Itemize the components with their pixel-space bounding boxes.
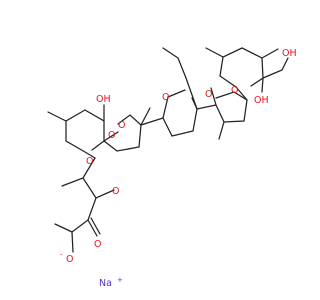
atom-o-thf2: O [205,89,212,100]
structure-diagram: OH O O O O O OH OH O O O O - Na + [47,47,297,289]
thf1-link [140,117,164,126]
pyran-right-methyls [205,47,279,59]
atom-o-carboxylate: O [66,254,73,265]
spiro-methyl [140,107,151,126]
side-chain [61,157,115,253]
methyl-side [54,223,73,233]
atom-o-spiro-up: O [118,120,125,131]
atom-oh-hemiketal: OH [254,95,269,106]
pyran-left-ring [65,109,105,159]
atom-o-carbonyl: O [94,239,101,250]
ethyl-chain [162,47,198,110]
thf2-link [196,104,217,110]
bond-skeleton [47,47,289,253]
atom-sodium: Na [99,278,112,289]
atom-oh-top: OH [96,94,111,105]
pyran-left-methyl [47,111,67,122]
atom-o-pyran: O [231,85,238,96]
spiro-links [103,114,142,152]
pyran-right-ring [219,47,264,88]
thf2-ring [210,87,248,123]
pyran-right-link [235,86,248,101]
atom-o-spiro-left: O [108,130,115,141]
charge-minus: - [60,251,63,259]
atom-o-pyran-left: O [86,156,93,167]
charge-plus: + [117,276,123,284]
hydroxymethyl [262,57,289,79]
atom-labels: OH O O O O O OH OH O O O O - Na + [60,48,297,289]
carbonyl-bond [87,217,101,237]
thf2-methyl [218,121,225,140]
atom-oh-primary: OH [282,48,297,59]
atom-o-thf1: O [162,92,169,103]
atom-o-methoxy: O [112,186,119,197]
hemiketal-oh-bond [261,77,264,93]
molecule-canvas: OH O O O O O OH OH O O O O - Na + [47,47,297,289]
